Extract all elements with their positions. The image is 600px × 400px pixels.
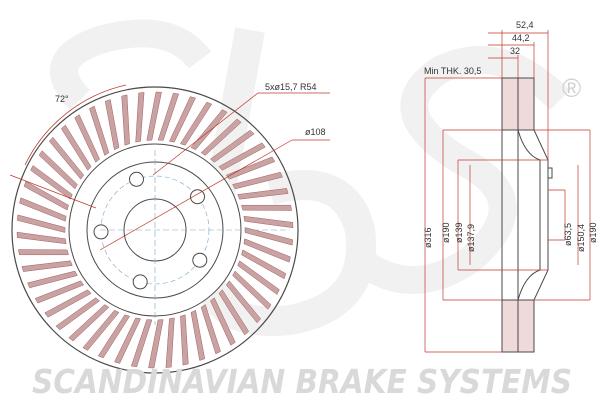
vane (200, 304, 221, 355)
vane (241, 204, 292, 211)
vane (21, 260, 73, 272)
vane (244, 227, 293, 246)
angle-label: 72° (55, 94, 69, 104)
bolt-hole (190, 189, 205, 205)
vane (190, 309, 206, 361)
vane (157, 92, 180, 141)
vane (243, 215, 294, 229)
vane (209, 129, 255, 163)
vane (38, 150, 78, 190)
dim-d137-9: ø137,9 (466, 224, 476, 252)
bolt-holes (93, 171, 208, 290)
vane (27, 270, 78, 289)
vane (237, 188, 289, 200)
registered-trademark-icon: ® (562, 73, 581, 103)
angle-leader (9, 174, 97, 209)
min-thickness-label: Min THK. 30,5 (424, 66, 481, 76)
vane (97, 314, 130, 359)
vane (48, 136, 85, 180)
vane (104, 99, 120, 151)
vane (135, 92, 145, 143)
vane (218, 289, 250, 336)
side-view-dimensions (424, 30, 591, 353)
bolt-hole (192, 252, 208, 268)
vane (190, 109, 228, 151)
bolt-callout-leader (152, 92, 259, 176)
vane (19, 197, 67, 222)
vane (18, 249, 69, 256)
vane (148, 319, 164, 369)
bolt-hole (93, 224, 109, 240)
brand-watermark-text: SCANDINAVIAN BRAKE SYSTEMS (32, 362, 572, 400)
bolt-hole (129, 171, 144, 187)
front-view: 72° 5xø15,7 R54 ø108 (9, 82, 330, 374)
vane (225, 280, 262, 324)
dim-d190-right: ø190 (588, 222, 598, 243)
vane (89, 105, 110, 156)
vane (121, 94, 130, 146)
pcd-callout-leader (99, 139, 293, 251)
vane (200, 118, 242, 156)
dim-d316: ø316 (423, 227, 433, 248)
angle-arc (24, 84, 127, 166)
vane (210, 297, 236, 346)
vane (82, 309, 120, 351)
pcd-callout-label: ø108 (305, 127, 326, 137)
vane (243, 238, 291, 263)
section-profile (501, 78, 549, 352)
vane (232, 171, 283, 190)
vane (232, 270, 272, 310)
dim-d63-5: ø63,5 (563, 223, 573, 246)
vane (114, 317, 141, 364)
vane (74, 114, 100, 163)
vane (146, 91, 162, 141)
bolt-callout-label: 5xø15,7 R54 (265, 82, 317, 92)
vane (130, 319, 153, 368)
vane (55, 297, 101, 331)
vane (225, 156, 276, 180)
dim-d150-4: ø150,4 (576, 224, 586, 252)
vane (44, 289, 92, 318)
vane (165, 317, 175, 368)
vane (68, 304, 110, 342)
vane (241, 249, 287, 280)
dim-d139: ø139 (454, 222, 464, 243)
vane (17, 214, 66, 233)
vane (218, 142, 266, 171)
vane (180, 101, 213, 146)
dim-32: 32 (510, 46, 520, 56)
dim-d190-left: ø190 (441, 222, 451, 243)
dim-52-4: 52,4 (516, 20, 534, 30)
dim-44-2: 44,2 (512, 33, 530, 43)
ventilation-vanes (16, 91, 294, 369)
vane (34, 280, 85, 304)
vane (30, 165, 73, 200)
vane (180, 314, 189, 366)
vane (169, 96, 196, 143)
vane (60, 124, 92, 171)
bolt-hole (132, 274, 148, 290)
vane (237, 260, 280, 295)
disc-outer-edge (11, 86, 299, 374)
vane (16, 231, 67, 245)
